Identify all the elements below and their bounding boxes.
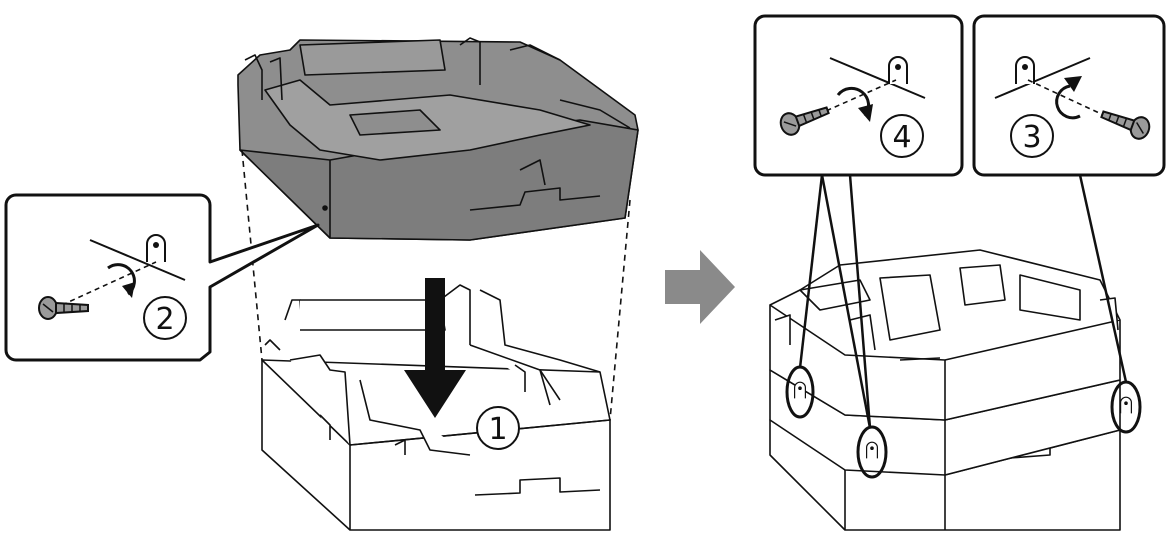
callout-step-2: 2 [4,193,320,362]
down-arrow-icon [404,278,466,418]
step-1-label: 1 [488,412,507,447]
rotate-arrow-icon [1064,76,1082,92]
rotate-arrow-icon [122,282,135,298]
callout-step-3: 3 [972,14,1166,383]
alignment-guides [241,149,631,421]
upper-cassette-unit [237,37,639,241]
step-2-label: 2 [155,302,174,337]
step-1-marker: 1 [476,406,520,450]
step-3-label: 3 [1022,120,1041,155]
right-arrow-icon [665,250,735,324]
rotate-arrow-icon [858,104,873,122]
lower-cassette-unit [261,284,611,531]
callout-step-4: 4 [753,14,964,429]
step-4-label: 4 [892,120,911,155]
assembled-printer-stack [769,249,1121,531]
